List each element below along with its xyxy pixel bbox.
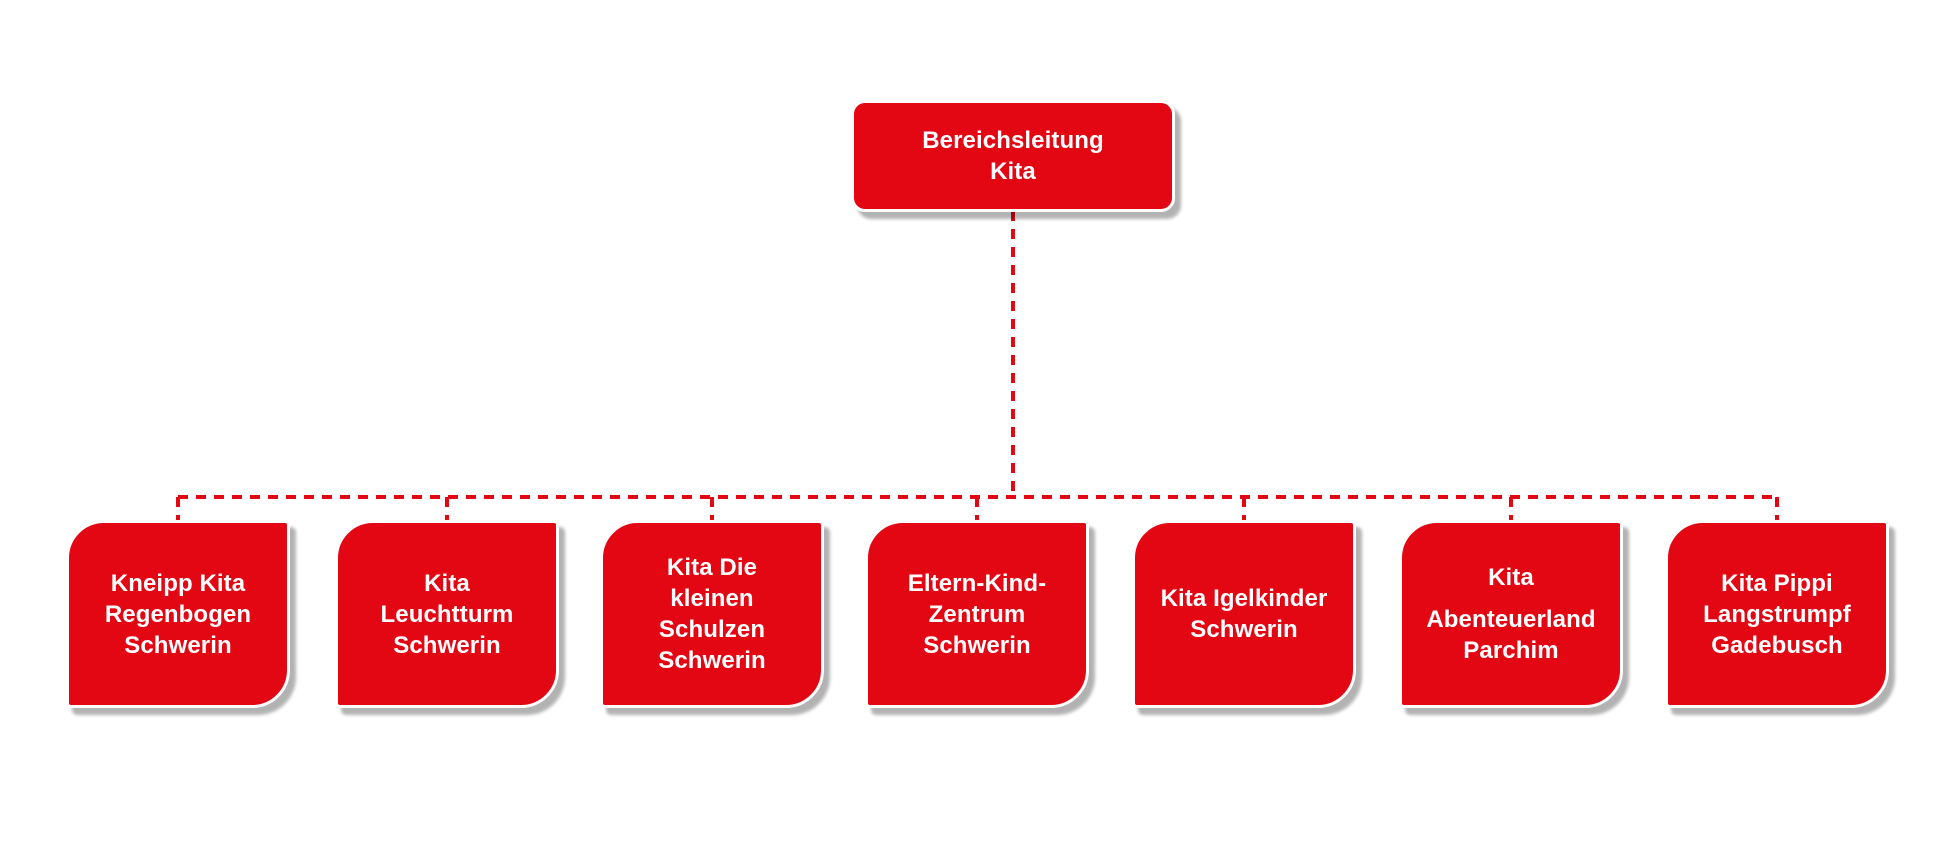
org-node-kita-leuchtturm-schwerin: Kita Leuchtturm Schwerin — [335, 520, 559, 708]
org-node-kneipp-kita-regenbogen-schwerin: Kneipp Kita Regenbogen Schwerin — [66, 520, 290, 708]
org-node-label: Bereichsleitung Kita — [922, 127, 1104, 185]
org-node-label: Kita Igelkinder Schwerin — [1160, 585, 1328, 643]
org-node-kita-die-kleinen-schulzen-schwerin: Kita Die kleinen Schulzen Schwerin — [600, 520, 824, 708]
org-node-eltern-kind-zentrum-schwerin: Eltern-Kind- Zentrum Schwerin — [865, 520, 1089, 708]
org-node-label: Kita Leuchtturm Schwerin — [380, 569, 514, 659]
org-node-kita-pippi-langstrumpf-gadebusch: Kita Pippi Langstrumpf Gadebusch — [1665, 520, 1889, 708]
org-node-label: Kita Die kleinen Schulzen Schwerin — [658, 554, 766, 674]
org-node-label: Kita Pippi Langstrumpf Gadebusch — [1703, 569, 1851, 659]
org-node-label: Eltern-Kind- Zentrum Schwerin — [907, 569, 1047, 659]
org-node-kita-igelkinder-schwerin: Kita Igelkinder Schwerin — [1132, 520, 1356, 708]
org-node-label: Kneipp Kita Regenbogen Schwerin — [104, 569, 252, 659]
org-node-bereichsleitung-kita: Bereichsleitung Kita — [851, 100, 1175, 212]
